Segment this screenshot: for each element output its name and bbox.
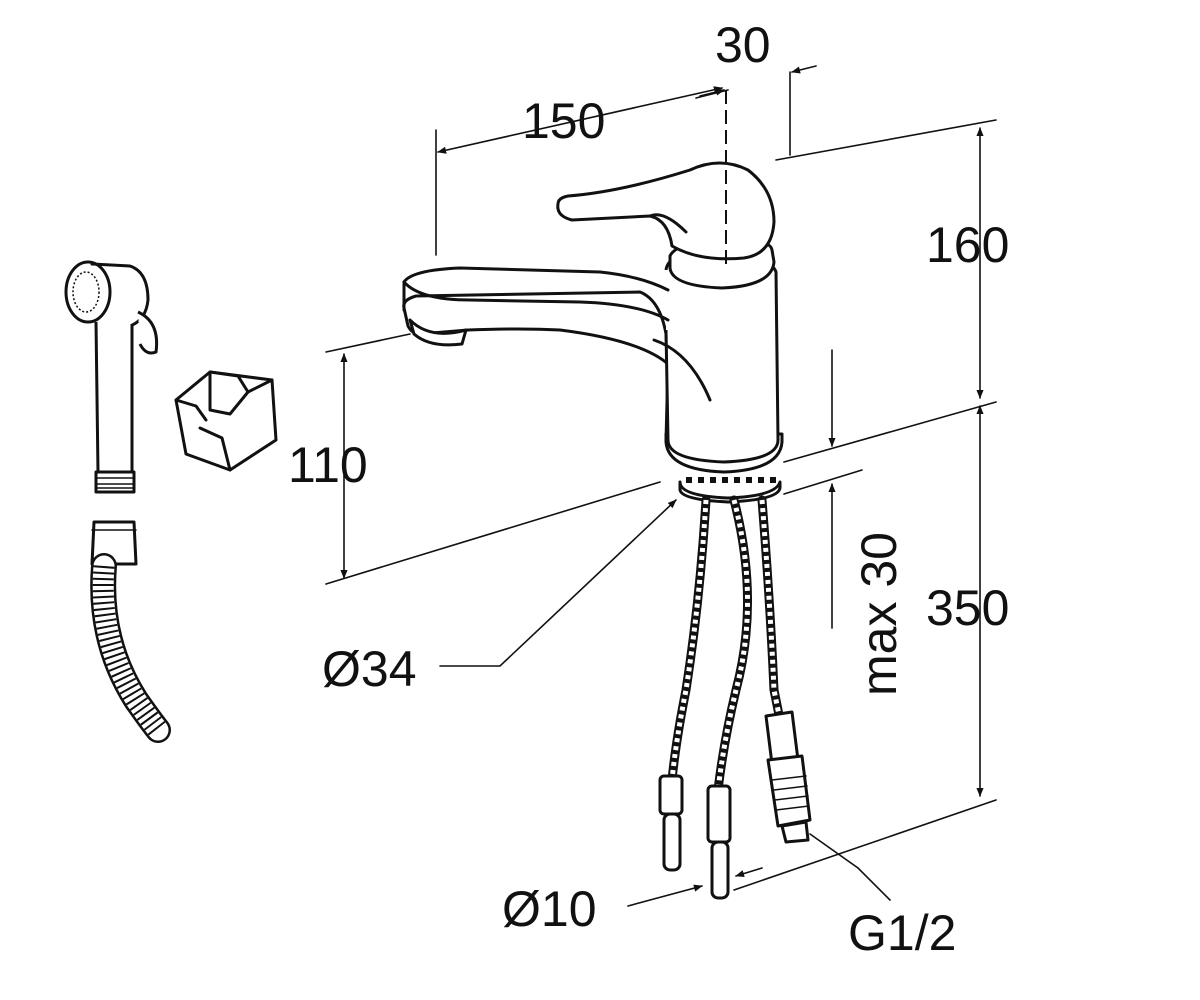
wall-holder-icon <box>174 370 278 472</box>
dim-max30-label: max 30 <box>851 532 907 696</box>
dim-dia10-label: Ø10 <box>502 881 597 937</box>
dim-thread-label: G1/2 <box>848 905 956 961</box>
connection-hoses <box>658 495 812 900</box>
hose-icon <box>90 520 171 743</box>
dim-dia34-label: Ø34 <box>322 641 417 697</box>
dim-350-label: 350 <box>926 580 1009 636</box>
dim-150-label: 150 <box>522 93 605 149</box>
faucet-body <box>402 90 784 504</box>
dim-30-label: 30 <box>715 17 771 73</box>
dim-160-label: 160 <box>926 217 1009 273</box>
hand-shower-icon <box>64 260 159 494</box>
dim-110-label: 110 <box>288 437 368 493</box>
dimension-lines <box>325 65 997 907</box>
